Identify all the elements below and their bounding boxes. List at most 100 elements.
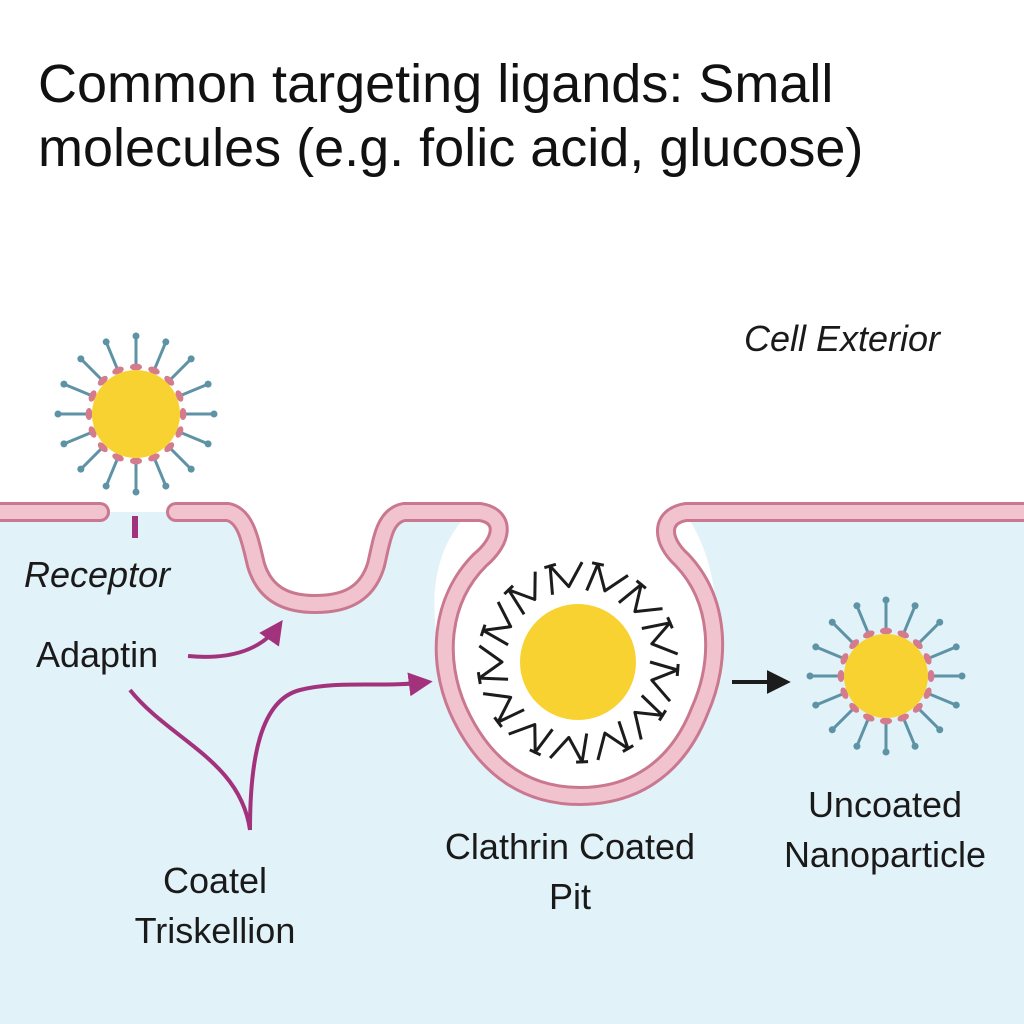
- ligand-nanoparticle: [54, 332, 218, 496]
- clathrin-triskelion: [633, 694, 664, 740]
- ligand-stalk: [831, 621, 855, 645]
- clathrin-foot: [529, 748, 542, 757]
- ligand-tip: [102, 482, 110, 490]
- ligand-bead: [88, 426, 97, 438]
- clathrin-foot: [591, 561, 605, 567]
- ligand-stalk: [152, 457, 168, 487]
- ligand-tip: [911, 742, 919, 750]
- ligand-bead: [880, 717, 892, 725]
- clathrin-triskelion: [617, 583, 663, 614]
- ligand-tip: [77, 355, 85, 363]
- ligand-tip: [132, 488, 140, 496]
- clathrin-coated-pit-line-2: Pit: [548, 876, 591, 917]
- nanoparticle-core: [92, 370, 180, 458]
- ligand-stalk: [104, 457, 120, 487]
- ligand-stalk: [815, 692, 845, 707]
- clathrin-triskelion: [641, 621, 679, 656]
- ligand-tip: [853, 602, 861, 610]
- ligand-bead: [923, 687, 932, 699]
- ligand-tip: [204, 440, 212, 448]
- ligand-tip: [812, 643, 820, 651]
- ligand-tip: [806, 672, 814, 680]
- receptor-stub: [132, 516, 138, 538]
- ligand-tip: [132, 332, 140, 340]
- cell-exterior-label: Cell Exterior: [744, 318, 941, 359]
- ligand-bead: [863, 630, 875, 639]
- adaptin-arrow: [187, 620, 283, 659]
- ligand-stalk: [902, 717, 917, 747]
- ligand-stalk: [917, 707, 941, 731]
- ligand-stalk: [63, 382, 93, 398]
- ligand-bead: [897, 713, 909, 722]
- cytoplasm-region: [0, 512, 1024, 1024]
- clathrin-foot: [476, 671, 482, 685]
- clathrin-foot: [666, 616, 674, 629]
- clathrin-triskelion: [508, 723, 554, 754]
- clathrin-triskelion: [548, 561, 584, 595]
- ligand-tip: [210, 410, 218, 418]
- ligand-tip: [60, 380, 68, 388]
- ligand-stalk: [927, 692, 957, 707]
- clathrin-foot: [503, 584, 515, 596]
- clathrin-triskelion: [548, 733, 589, 764]
- pit-nanoparticle-core: [520, 604, 636, 720]
- ligand-stalk: [168, 446, 193, 471]
- clathrin-triskelion: [481, 601, 513, 647]
- clathrin-triskelion: [482, 692, 525, 724]
- ligand-tip: [952, 643, 960, 651]
- ligand-tip: [162, 338, 170, 346]
- ligand-bead: [840, 687, 849, 699]
- ligand-bead: [880, 627, 892, 635]
- clathrin-coated-pit-label: Clathrin Coated Pit: [420, 822, 720, 922]
- ligand-stalk: [152, 341, 168, 371]
- clathrin-coat: [476, 561, 680, 764]
- ligand-stalk: [902, 605, 917, 635]
- ligand-tip: [204, 380, 212, 388]
- ligand-bead: [130, 363, 142, 371]
- page-title: Common targeting ligands: Small molecule…: [38, 54, 864, 178]
- uncoated-nanoparticle: [806, 596, 966, 756]
- ligand-tip: [187, 465, 195, 473]
- ligand-bead: [88, 390, 97, 402]
- ligand-stalk: [168, 357, 193, 382]
- clathrin-foot: [622, 744, 634, 753]
- clathrin-triskelion: [477, 644, 509, 681]
- ligand-stalk: [855, 605, 870, 635]
- clathrin-foot: [658, 709, 668, 722]
- ligand-tip: [60, 440, 68, 448]
- ligand-tip: [882, 596, 890, 604]
- clathrin-triskelion: [507, 571, 537, 616]
- ligand-bead: [840, 653, 849, 665]
- ligand-bead: [863, 713, 875, 722]
- nanoparticle-core: [844, 634, 928, 718]
- clathrin-triskelion: [585, 562, 629, 593]
- uncoated-nanoparticle-label: Uncoated Nanoparticle: [760, 780, 1010, 880]
- ligand-bead: [175, 390, 184, 402]
- ligand-bead: [927, 670, 935, 682]
- ligand-tip: [828, 618, 836, 626]
- ligand-stalk: [917, 621, 941, 645]
- ligand-tip: [812, 701, 820, 709]
- clathrin-triskelion: [649, 660, 680, 703]
- ligand-bead: [112, 366, 124, 375]
- clathrin-foot: [543, 562, 557, 570]
- ligand-tip: [853, 742, 861, 750]
- uncoated-nanoparticle-line-1: Uncoated: [807, 784, 963, 825]
- coated-triskellion-label: Coatel Triskellion: [110, 856, 320, 956]
- ligand-tip: [958, 672, 966, 680]
- receptor-label: Receptor: [24, 554, 171, 595]
- ligand-stalk: [79, 446, 104, 471]
- ligand-tip: [911, 602, 919, 610]
- ligand-stalk: [855, 717, 870, 747]
- ligand-tip: [828, 726, 836, 734]
- ligand-bead: [112, 453, 124, 462]
- coated-triskellion-line-2: Triskellion: [134, 910, 296, 951]
- ligand-bead: [175, 426, 184, 438]
- ligand-bead: [130, 457, 142, 465]
- ligand-tip: [162, 482, 170, 490]
- ligand-bead: [179, 408, 187, 420]
- ligand-tip: [936, 726, 944, 734]
- ligand-bead: [923, 653, 932, 665]
- ligand-tip: [952, 701, 960, 709]
- triskellion-arrow-upper: [248, 672, 433, 831]
